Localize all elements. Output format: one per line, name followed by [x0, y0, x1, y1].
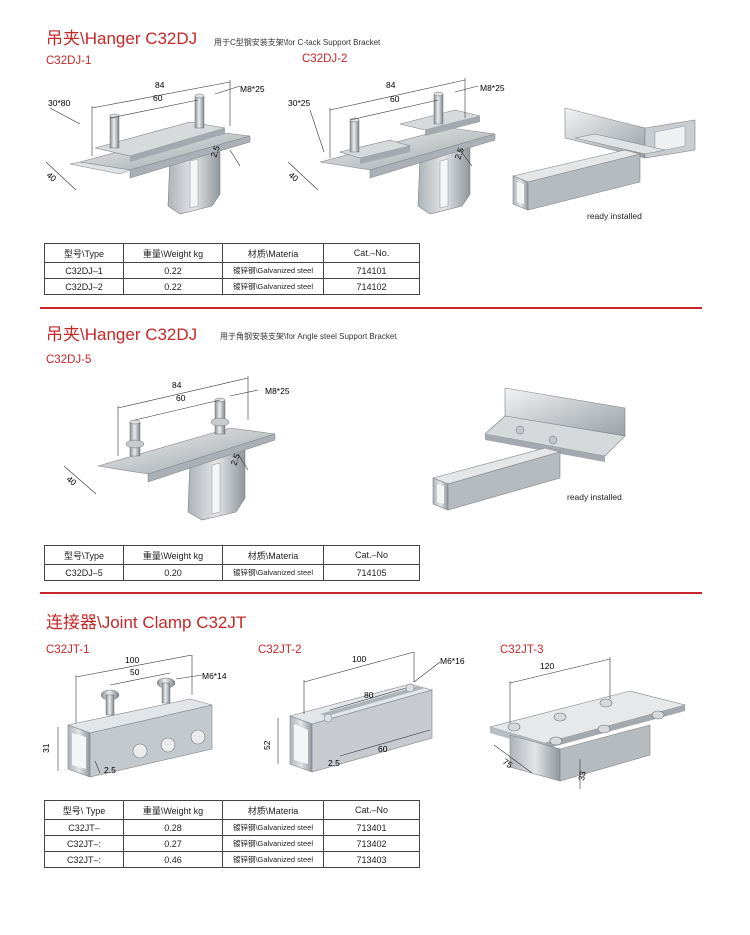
- installed-note-1: ready installed: [587, 211, 642, 221]
- dim-plate: 30*80: [48, 98, 70, 108]
- cell-cat-no: 714105: [323, 564, 420, 581]
- cell-cat-no: 713402: [323, 835, 420, 852]
- dim-60: 60: [390, 94, 400, 104]
- section-divider-1: [40, 307, 702, 309]
- model-label-c32dj-5: C32DJ-5: [46, 354, 92, 366]
- col-type: 型号\ Type: [44, 800, 124, 820]
- dim-120: 120: [540, 661, 554, 671]
- dim-60: 60: [153, 93, 163, 103]
- section1-title: 吊夹\Hanger C32DJ: [46, 29, 198, 48]
- cell-type: C32JT–: [44, 819, 124, 836]
- dim-50: 50: [130, 667, 140, 677]
- table-row: C32DJ–1 0.22 镀锌钢\Galvanized steel 714101: [44, 262, 420, 279]
- spec-table-3: 型号\ Type 重量\Weight kg 材质\Materia Cat.–No…: [44, 800, 420, 868]
- dim-thickness: 2.5: [452, 146, 466, 161]
- model-label-c32dj-1: C32DJ-1: [46, 55, 92, 67]
- dim-bolt: M6*16: [440, 656, 465, 666]
- cell-material: 镀锌钢\Galvanized steel: [222, 851, 324, 868]
- c32jt-1-drawing: 100 50 M6*14 31 2.5: [41, 655, 227, 778]
- cell-type: C32DJ–5: [44, 564, 124, 581]
- installed-view-1: [512, 107, 696, 211]
- table-row: C32JT–: 0.27 镀锌钢\Galvanized steel 713402: [44, 835, 420, 852]
- table-row: C32DJ–5 0.20 镀锌钢\Galvanized steel 714105: [44, 564, 420, 581]
- dim-plate: 30*25: [288, 98, 310, 108]
- col-type: 型号\Type: [44, 243, 124, 263]
- installed-view-2: [432, 387, 626, 511]
- cell-weight: 0.22: [123, 262, 223, 279]
- spec-table-1: 型号\Type 重量\Weight kg 材质\Materia Cat.–No.…: [44, 243, 420, 295]
- table-row: C32DJ–2 0.22 镀锌钢\Galvanized steel 714102: [44, 278, 420, 295]
- spec-table-2: 型号\Type 重量\Weight kg 材质\Materia Cat.–No …: [44, 545, 420, 581]
- dim-100: 100: [125, 655, 139, 665]
- c32jt-3-drawing: 120 75 33: [488, 657, 687, 789]
- col-material: 材质\Materia: [222, 243, 324, 263]
- cell-weight: 0.28: [123, 819, 223, 836]
- c32dj-2-drawing: 84 60 M8*25 30*25 40 2.5: [287, 78, 505, 215]
- table-row: C32JT– 0.28 镀锌钢\Galvanized steel 713401: [44, 819, 420, 836]
- cell-material: 镀锌钢\Galvanized steel: [222, 564, 324, 581]
- cell-type: C32JT–:: [44, 835, 124, 852]
- section2-title: 吊夹\Hanger C32DJ: [46, 325, 198, 344]
- dim-thickness: 2.5: [208, 144, 222, 159]
- section2-subtitle: 用于角钢安装支架\for Angle steel Support Bracket: [220, 332, 397, 341]
- col-type: 型号\Type: [44, 545, 124, 565]
- c32jt-2-drawing: 100 80 M6*16 52 2.5 60: [262, 652, 465, 773]
- model-label-c32dj-2: C32DJ-2: [302, 53, 348, 65]
- dim-bolt: M8*25: [480, 83, 505, 93]
- section3-title: 连接器\Joint Clamp C32JT: [46, 613, 247, 632]
- cell-type: C32DJ–1: [44, 262, 124, 279]
- cell-weight: 0.27: [123, 835, 223, 852]
- cell-weight: 0.22: [123, 278, 223, 295]
- dim-60: 60: [378, 744, 388, 754]
- cell-cat-no: 713403: [323, 851, 420, 868]
- dim-60: 60: [176, 393, 186, 403]
- model-label-c32jt-2: C32JT-2: [258, 644, 302, 656]
- c32dj-1-drawing: 84 60 M8*25 30*80 40 2.5: [45, 80, 265, 215]
- col-weight: 重量\Weight kg: [123, 545, 223, 565]
- cell-cat-no: 713401: [323, 819, 420, 836]
- dim-52: 52: [262, 740, 272, 750]
- table-header-row: 型号\ Type 重量\Weight kg 材质\Materia Cat.–No: [44, 800, 420, 820]
- col-cat-no: Cat.–No: [323, 545, 420, 565]
- cell-cat-no: 714102: [323, 278, 420, 295]
- dim-bolt: M6*14: [202, 671, 227, 681]
- col-cat-no: Cat.–No: [323, 800, 420, 820]
- model-label-c32jt-1: C32JT-1: [46, 644, 90, 656]
- cell-material: 镀锌钢\Galvanized steel: [222, 819, 324, 836]
- dim-bolt: M8*25: [240, 84, 265, 94]
- dim-84: 84: [155, 80, 165, 90]
- cell-weight: 0.46: [123, 851, 223, 868]
- dim-33: 33: [576, 770, 588, 781]
- dim-80: 80: [364, 690, 374, 700]
- table-row: C32JT–: 0.46 镀锌钢\Galvanized steel 713403: [44, 851, 420, 868]
- section-divider-2: [40, 592, 702, 594]
- cell-type: C32JT–:: [44, 851, 124, 868]
- cell-material: 镀锌钢\Galvanized steel: [222, 262, 324, 279]
- cell-weight: 0.20: [123, 564, 223, 581]
- dim-bolt: M8*25: [265, 386, 290, 396]
- table-header-row: 型号\Type 重量\Weight kg 材质\Materia Cat.–No.: [44, 243, 420, 263]
- col-material: 材质\Materia: [222, 545, 324, 565]
- dim-thickness: 2.5: [328, 758, 340, 768]
- cell-material: 镀锌钢\Galvanized steel: [222, 835, 324, 852]
- col-weight: 重量\Weight kg: [123, 243, 223, 263]
- cell-cat-no: 714101: [323, 262, 420, 279]
- installed-note-2: ready installed: [567, 492, 622, 502]
- dim-thickness: 2.5: [104, 765, 116, 775]
- cell-material: 镀锌钢\Galvanized steel: [222, 278, 324, 295]
- dim-84: 84: [386, 80, 396, 90]
- dim-84: 84: [172, 380, 182, 390]
- model-label-c32jt-3: C32JT-3: [500, 644, 544, 656]
- col-weight: 重量\Weight kg: [123, 800, 223, 820]
- dim-31: 31: [41, 743, 51, 753]
- dim-width: 40: [65, 474, 79, 488]
- section1-subtitle: 用于C型钢安装支架\for C-tack Support Bracket: [214, 38, 381, 47]
- dim-100: 100: [352, 654, 366, 664]
- cell-type: C32DJ–2: [44, 278, 124, 295]
- col-cat-no: Cat.–No.: [323, 243, 420, 263]
- dim-thickness: 2.5: [228, 452, 242, 467]
- table-header-row: 型号\Type 重量\Weight kg 材质\Materia Cat.–No: [44, 545, 420, 565]
- col-material: 材质\Materia: [222, 800, 324, 820]
- c32dj-5-drawing: 84 60 M8*25 40 2.5: [63, 376, 290, 521]
